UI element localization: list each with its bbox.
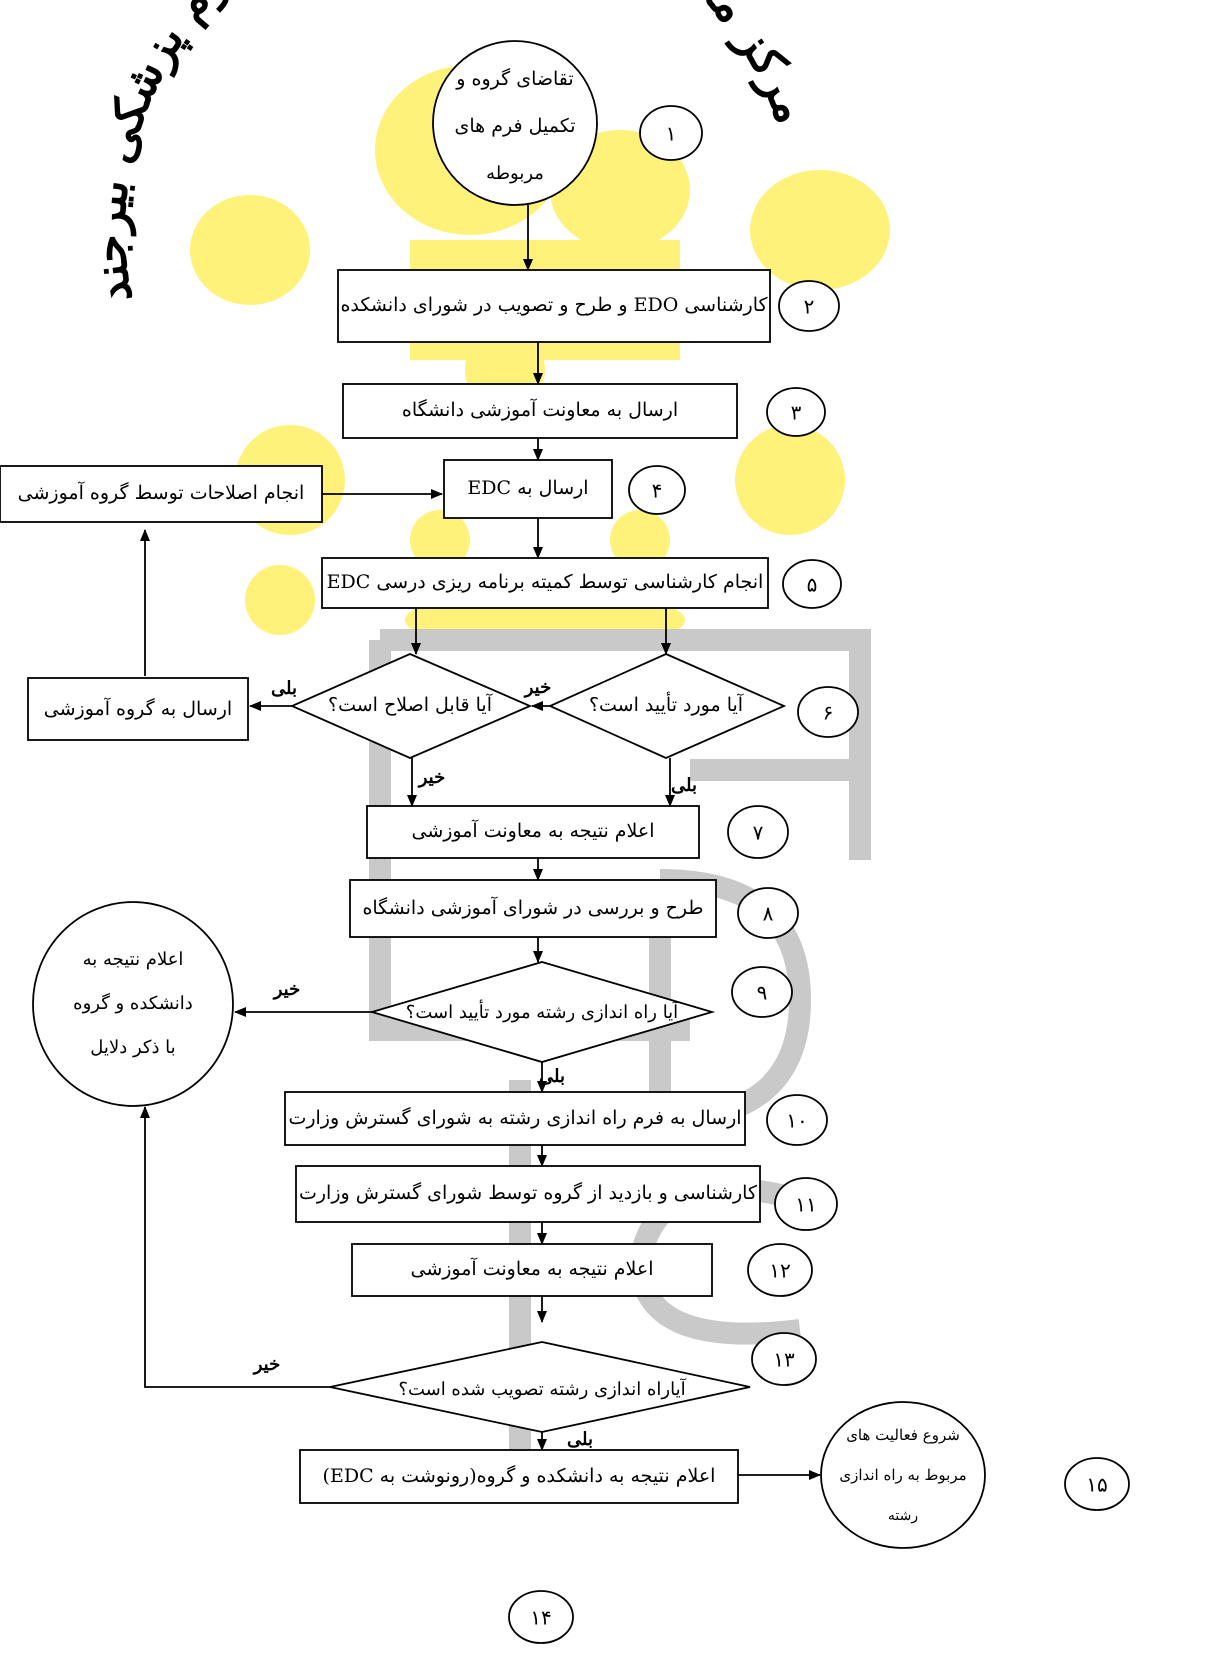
node-9b-line-3: با ذکر دلایل bbox=[90, 1037, 175, 1058]
step-number-6: ۶ bbox=[823, 701, 834, 725]
node-15-line-2: مربوط به راه اندازی bbox=[839, 1466, 966, 1484]
step-badge-14 bbox=[508, 1590, 574, 1644]
node-6-diamond bbox=[547, 653, 787, 759]
node-7-box bbox=[366, 805, 700, 859]
step-number-8: ۸ bbox=[763, 902, 774, 926]
edge-label-6-no: خیر bbox=[523, 677, 552, 698]
step-badge-10 bbox=[766, 1094, 828, 1146]
node-15-line-3: رشته bbox=[888, 1508, 918, 1524]
node-11-label: کارشناسی و بازدید از گروه توسط شورای گست… bbox=[299, 1181, 758, 1204]
step-numbers: ۱ ۲ ۳ ۴ ۵ ۶ ۷ ۸ ۹ ۱۰ ۱۱ ۱۲ ۱۳ ۱۴ ۱۵ bbox=[530, 122, 1107, 1630]
node-8-label: طرح و بررسی در شورای آموزشی دانشگاه bbox=[362, 896, 703, 919]
step-badge-15 bbox=[1064, 1457, 1130, 1511]
node-9b-line-1: اعلام نتیجه به bbox=[83, 949, 184, 970]
step-badges bbox=[508, 105, 1130, 1644]
step-badge-13 bbox=[751, 1332, 817, 1386]
node-14-label: اعلام نتیجه به دانشکده و گروه(رونوشت به … bbox=[323, 1464, 716, 1487]
step-badge-9 bbox=[731, 966, 793, 1018]
node-1-circle bbox=[432, 40, 598, 206]
node-6c-label: ارسال به گروه آموزشی bbox=[44, 697, 232, 720]
step-badge-1 bbox=[639, 105, 703, 161]
node-6-label: آیا مورد تأیید است؟ bbox=[589, 691, 744, 716]
edge-label-9-no: خیر bbox=[272, 979, 301, 1000]
step-number-12: ۱۲ bbox=[769, 1259, 790, 1283]
node-15-ellipse bbox=[820, 1401, 986, 1549]
step-number-7: ۷ bbox=[753, 821, 764, 845]
step-number-3: ۳ bbox=[791, 401, 802, 425]
edge-label-6b-no: خیر bbox=[417, 767, 446, 788]
node-1-line-3: مربوطه bbox=[486, 163, 544, 184]
node-3-label: ارسال به معاونت آموزشی دانشگاه bbox=[402, 398, 678, 421]
step-badge-7 bbox=[727, 805, 789, 859]
node-9-diamond bbox=[368, 961, 716, 1063]
step-number-10: ۱۰ bbox=[786, 1109, 807, 1133]
edge-13-9b bbox=[140, 1106, 330, 1388]
node-12-box bbox=[351, 1243, 713, 1297]
node-2-box bbox=[337, 269, 771, 343]
edge-label-13-yes: بلی bbox=[567, 1429, 593, 1450]
edge-label-6-yes: بلی bbox=[671, 775, 697, 796]
node-9-label: آیا راه اندازی رشته مورد تأیید است؟ bbox=[406, 999, 679, 1023]
node-6b-label: آیا قابل اصلاح است؟ bbox=[328, 693, 493, 716]
connectors bbox=[140, 205, 821, 1480]
node-10-box bbox=[284, 1091, 746, 1146]
node-12-label: اعلام نتیجه به معاونت آموزشی bbox=[410, 1257, 653, 1280]
step-badge-3 bbox=[766, 387, 826, 437]
step-number-13: ۱۳ bbox=[773, 1348, 795, 1372]
step-number-11: ۱۱ bbox=[795, 1193, 816, 1217]
node-4b-label: انجام اصلاحات توسط گروه آموزشی bbox=[18, 481, 305, 504]
node-15-line-1: شروع فعالیت های bbox=[846, 1426, 960, 1444]
step-badge-8 bbox=[737, 887, 799, 939]
node-3-box bbox=[342, 383, 738, 439]
step-number-5: ۵ bbox=[807, 573, 818, 597]
node-4-box bbox=[443, 459, 613, 519]
step-number-15: ۱۵ bbox=[1086, 1473, 1107, 1497]
node-4-label: ارسال به EDC bbox=[467, 477, 588, 499]
step-badge-11 bbox=[774, 1177, 838, 1231]
edge-label-9-yes: بلی bbox=[539, 1066, 565, 1087]
edge-labels: بلی خیر خیر بلی خیر بلی خیر بلی bbox=[252, 677, 697, 1450]
edge-label-13-no: خیر bbox=[252, 1354, 281, 1375]
step-number-14: ۱۴ bbox=[530, 1606, 551, 1630]
node-6c-box bbox=[27, 677, 249, 741]
node-10-label: ارسال به فرم راه اندازی رشته به شورای گس… bbox=[288, 1106, 741, 1129]
step-number-4: ۴ bbox=[652, 479, 663, 503]
node-4b-box bbox=[0, 465, 323, 523]
nodes bbox=[0, 40, 986, 1549]
step-badge-4 bbox=[628, 465, 686, 515]
node-2-label: کارشناسی EDO و طرح و تصویب در شورای دانش… bbox=[340, 294, 768, 316]
node-13-label: آیاراه اندازی رشته تصویب شده است؟ bbox=[398, 1378, 686, 1400]
node-labels: تقاضای گروه و تکمیل فرم های مربوطه کارشن… bbox=[18, 67, 967, 1524]
node-11-box bbox=[295, 1165, 761, 1223]
node-8-box bbox=[349, 879, 717, 938]
node-9b-line-2: دانشکده و گروه bbox=[73, 992, 193, 1014]
node-5-box bbox=[321, 557, 769, 609]
edge-label-6b-yes: بلی bbox=[271, 678, 297, 699]
node-9b-ellipse bbox=[32, 901, 234, 1107]
step-badge-12 bbox=[747, 1243, 813, 1297]
node-14-box bbox=[299, 1449, 739, 1504]
node-1-line-2: تکمیل فرم های bbox=[455, 115, 576, 137]
node-1-line-1: تقاضای گروه و bbox=[455, 67, 573, 90]
node-5-label: انجام کارشناسی توسط کمیته برنامه ریزی در… bbox=[327, 571, 764, 593]
step-badge-6 bbox=[797, 686, 859, 738]
step-number-1: ۱ bbox=[666, 122, 677, 146]
step-badge-5 bbox=[782, 559, 842, 609]
node-6b-diamond bbox=[289, 653, 533, 759]
node-7-label: اعلام نتیجه به معاونت آموزشی bbox=[411, 819, 654, 842]
node-13-diamond bbox=[329, 1341, 751, 1433]
step-badge-2 bbox=[778, 280, 840, 332]
step-number-2: ۲ bbox=[804, 295, 815, 319]
step-number-9: ۹ bbox=[757, 981, 768, 1005]
